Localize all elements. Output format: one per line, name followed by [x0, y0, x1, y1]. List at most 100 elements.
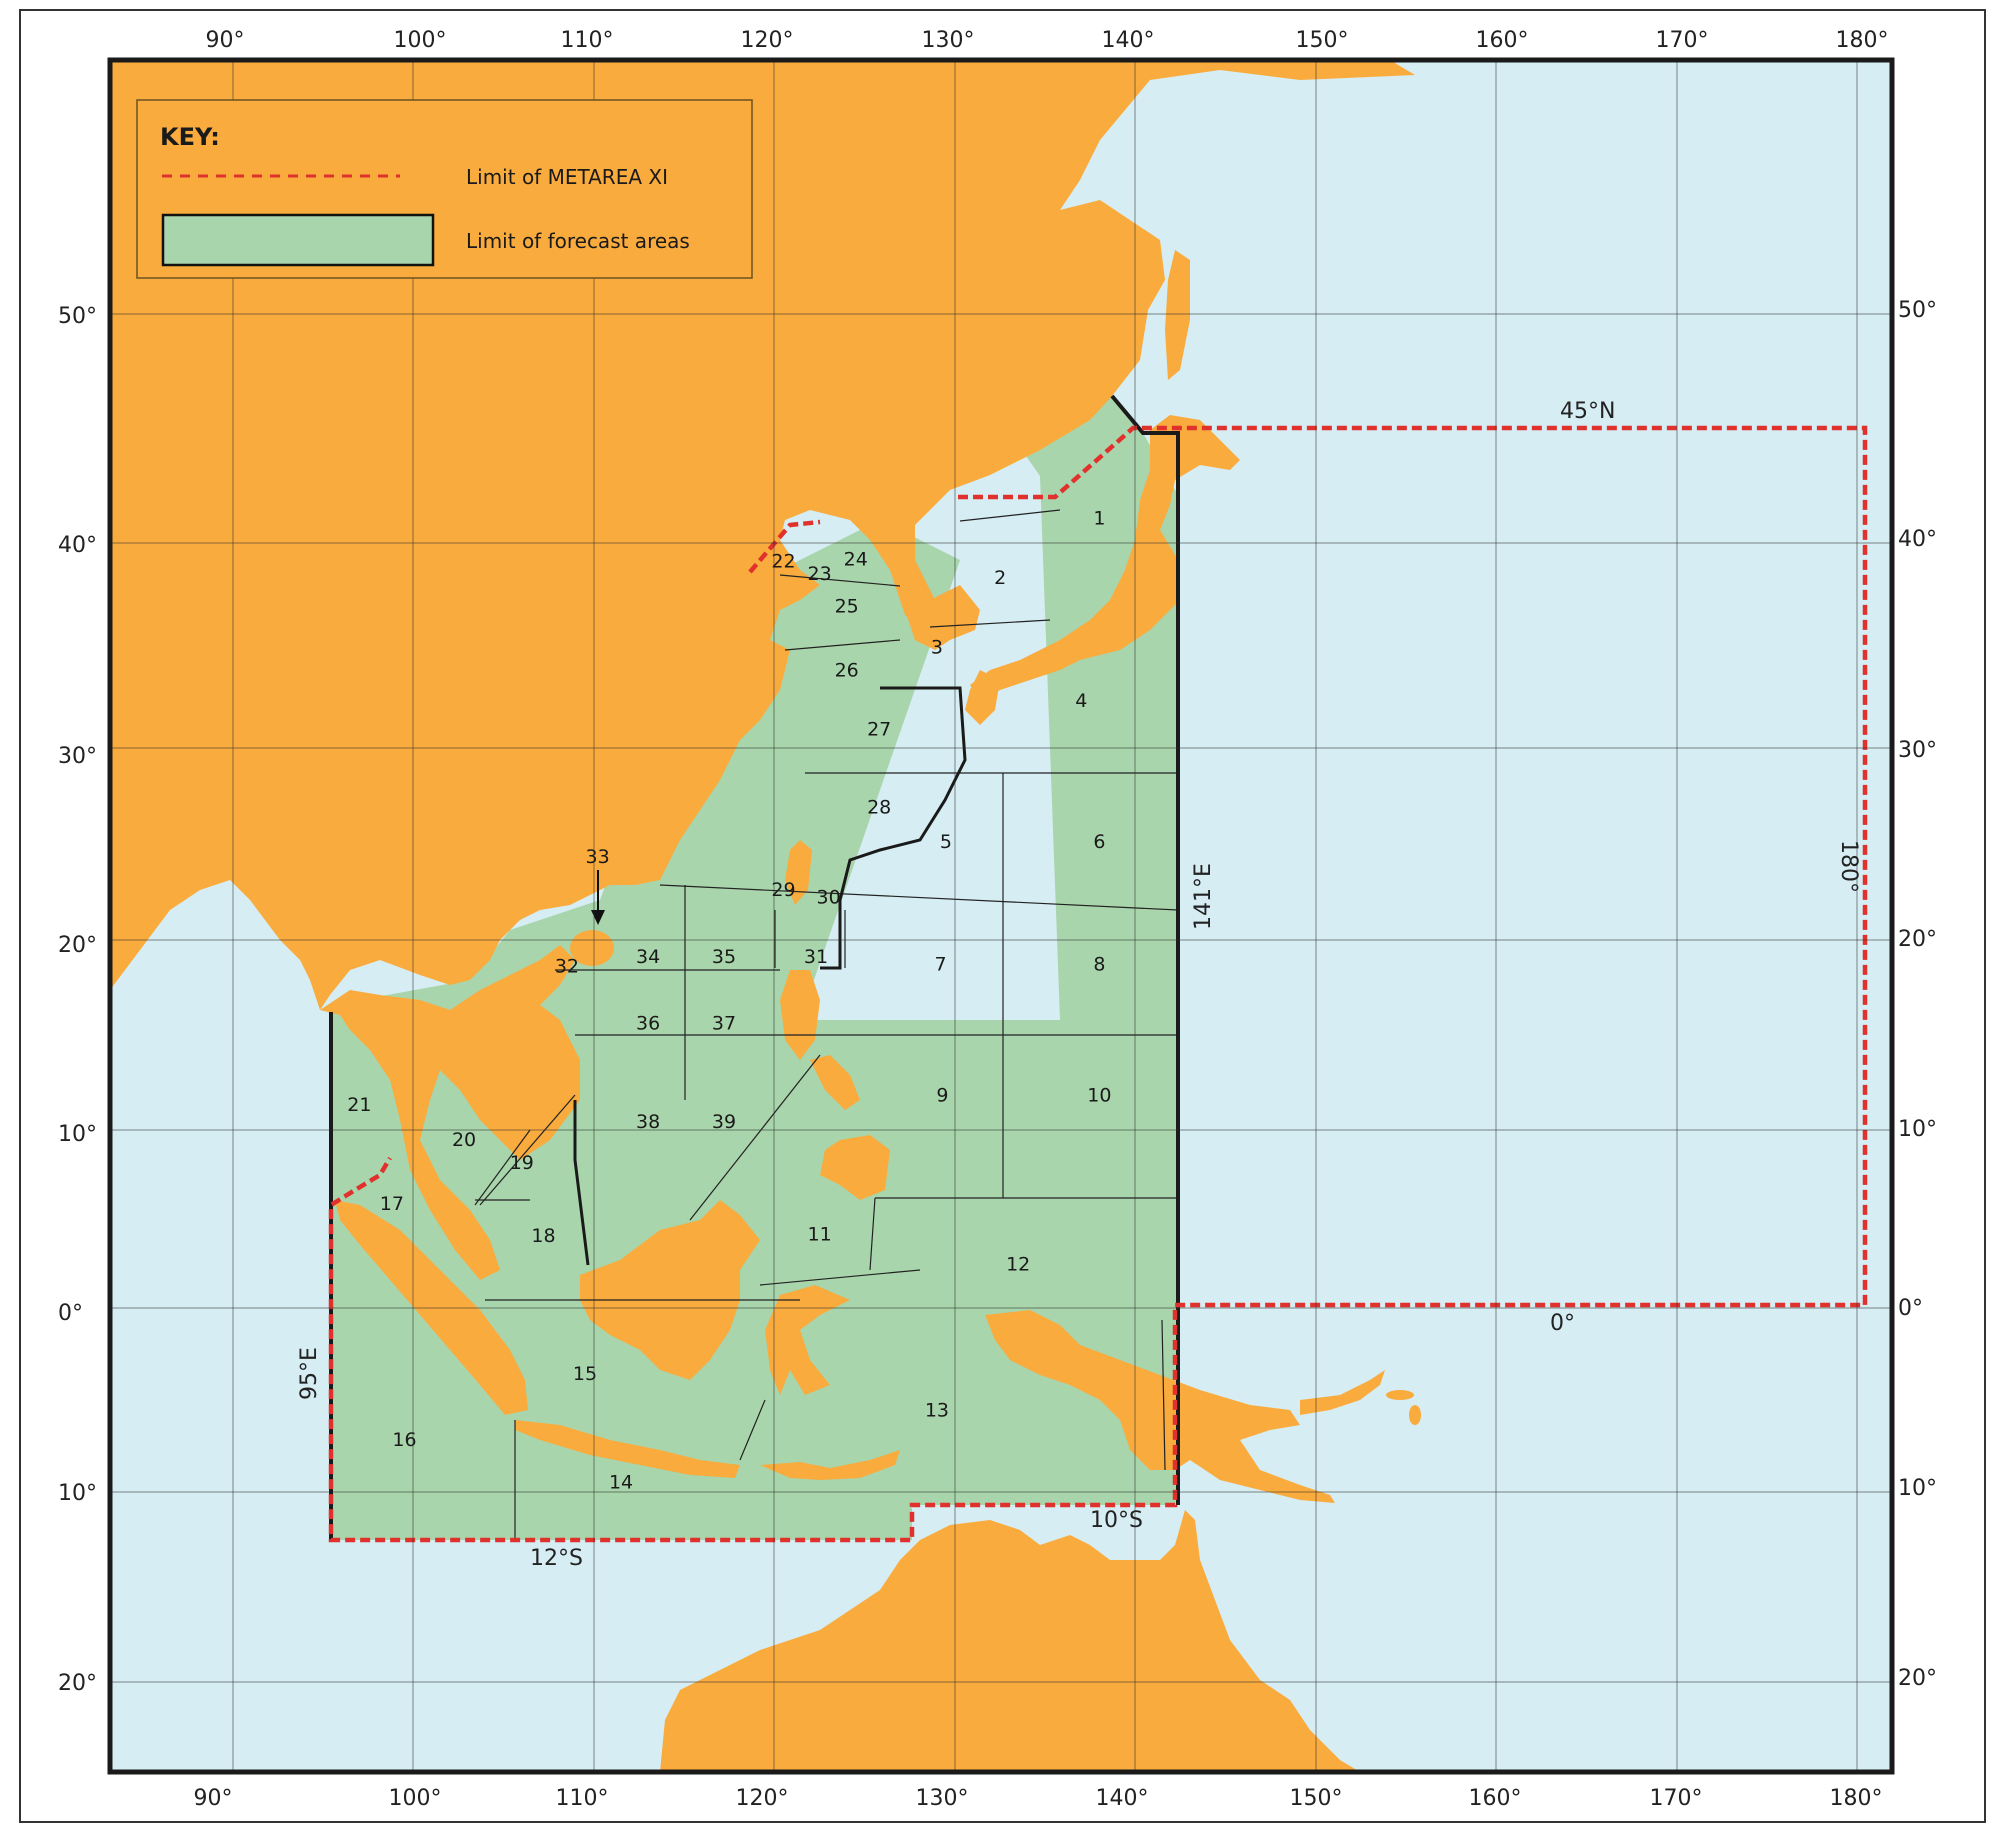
forecast-area-34-label: 34 [636, 946, 660, 968]
forecast-area-20-label: 20 [452, 1129, 476, 1151]
internal-heavy-limit [573, 1100, 590, 1266]
mindanao-island [820, 1135, 890, 1200]
lon-tick-bottom: 130° [916, 1786, 969, 1811]
new-britain-island [1300, 1370, 1385, 1415]
forecast-area-5-label: 5 [940, 831, 952, 853]
metarea-limit [328, 425, 1868, 1543]
forecast-area-22-label: 22 [771, 551, 795, 573]
label-12s: 12°S [530, 1546, 583, 1571]
forecast-area-33-label: 33 [586, 846, 610, 868]
boundary-line [474, 1129, 531, 1206]
visayas-islands [810, 1055, 860, 1110]
key-forecast-label: Limit of forecast areas [466, 229, 690, 253]
internal-heavy-limit [820, 686, 967, 970]
forecast-area-29-label: 29 [771, 879, 795, 901]
sakhalin-island [1165, 250, 1190, 380]
forecast-area-3-label: 3 [931, 637, 943, 659]
boundary-line [689, 1054, 821, 1221]
taiwan-island [785, 840, 812, 905]
lon-tick-bottom: 150° [1290, 1786, 1343, 1811]
lon-tick-top: 140° [1102, 28, 1155, 53]
lat-tick-left: 10° [58, 1481, 97, 1506]
label-141e: 141°E [1191, 863, 1216, 930]
lon-tick-top: 100° [394, 28, 447, 53]
label-10s: 10°S [1090, 1508, 1143, 1533]
boundary-line [759, 1269, 921, 1286]
lat-tick-right: 10° [1898, 1476, 1937, 1501]
forecast-area-17-label: 17 [380, 1193, 404, 1215]
australia-mainland [660, 1510, 1360, 1772]
lon-tick-top: 170° [1656, 28, 1709, 53]
forecast-area-25-label: 25 [835, 596, 859, 618]
forecast-area-region [330, 396, 1178, 1540]
forecast-area-36-label: 36 [636, 1012, 660, 1034]
lat-tick-right: 30° [1898, 738, 1937, 763]
lon-tick-bottom: 140° [1096, 1786, 1149, 1811]
java-island [515, 1420, 740, 1478]
map-frame [107, 57, 1895, 1775]
forecast-area-24-label: 24 [844, 549, 868, 571]
new-guinea-island [985, 1310, 1335, 1503]
forecast-area-15-label: 15 [573, 1363, 597, 1385]
forecast-area-boundaries [474, 509, 1179, 1540]
lat-tick-left: 0° [58, 1301, 83, 1326]
boundary-line [659, 884, 1179, 911]
korean-peninsula [905, 585, 980, 650]
forecast-area-31-label: 31 [804, 946, 828, 968]
forecast-area-7-label: 7 [935, 953, 947, 975]
boundary-line [869, 1197, 876, 1271]
lon-tick-bottom: 170° [1650, 1786, 1703, 1811]
forecast-area-9-label: 9 [936, 1085, 948, 1107]
forecast-area-6-label: 6 [1093, 831, 1105, 853]
lat-tick-left: 20° [58, 1671, 97, 1696]
forecast-area-23-label: 23 [808, 563, 832, 585]
forecast-area-1-label: 1 [1093, 508, 1105, 530]
japan-islands [970, 415, 1240, 700]
forecast-area-35-label: 35 [712, 946, 736, 968]
lat-tick-right: 20° [1898, 927, 1937, 952]
forecast-area-26-label: 26 [835, 659, 859, 681]
lat-tick-right: 10° [1898, 1117, 1937, 1142]
lon-tick-top: 120° [741, 28, 794, 53]
forecast-area-12-label: 12 [1006, 1254, 1030, 1276]
forecast-area-39-label: 39 [712, 1111, 736, 1133]
bougainville-island [1386, 1390, 1414, 1400]
indochina-peninsula [320, 945, 580, 1280]
label-95e: 95°E [297, 1347, 322, 1400]
forecast-area-38-label: 38 [636, 1111, 660, 1133]
forecast-area-28-label: 28 [867, 796, 891, 818]
lon-tick-top: 160° [1476, 28, 1529, 53]
solomon-islands [1409, 1405, 1421, 1425]
forecast-area-37-label: 37 [712, 1012, 736, 1034]
land-masses [110, 60, 1421, 1772]
label-180: 180° [1836, 840, 1861, 893]
lon-tick-top: 180° [1836, 28, 1889, 53]
boundary-line [929, 619, 1051, 628]
lat-tick-left: 20° [58, 933, 97, 958]
kyushu-island [965, 670, 1000, 725]
label-45n: 45°N [1560, 399, 1615, 424]
boundary-line [959, 509, 1061, 522]
lat-tick-right: 20° [1898, 1666, 1937, 1691]
lat-tick-right: 50° [1898, 298, 1937, 323]
key-metarea-label: Limit of METAREA XI [466, 165, 668, 189]
label-0-lat: 0° [1550, 1311, 1575, 1336]
lat-tick-left: 50° [58, 304, 97, 329]
borneo-island [580, 1200, 760, 1380]
forecast-area-30-label: 30 [817, 887, 841, 909]
lon-tick-bottom: 120° [736, 1786, 789, 1811]
boundary-line [1161, 1319, 1166, 1471]
forecast-area-27-label: 27 [867, 719, 891, 741]
metarea-limit [748, 519, 821, 574]
lon-tick-bottom: 100° [389, 1786, 442, 1811]
forecast-area-13-label: 13 [925, 1400, 949, 1422]
forecast-area-18-label: 18 [531, 1225, 555, 1247]
asia-mainland [110, 60, 1415, 1010]
lat-tick-left: 30° [58, 744, 97, 769]
forecast-area-4-label: 4 [1075, 690, 1087, 712]
boundary-line [779, 574, 901, 587]
forecast-area-16-label: 16 [392, 1429, 416, 1451]
forecast-area-2-label: 2 [994, 567, 1006, 589]
